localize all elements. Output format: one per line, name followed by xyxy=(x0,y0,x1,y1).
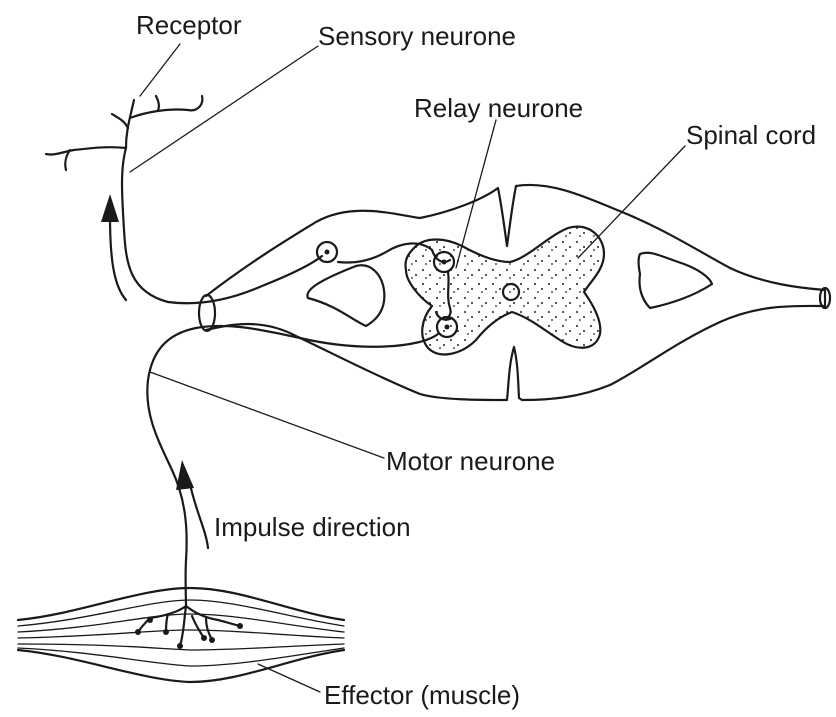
leader-receptor xyxy=(140,44,180,96)
arrowhead-up-2 xyxy=(176,460,194,490)
label-spinal-cord: Spinal cord xyxy=(686,120,816,150)
leader-spinal-cord xyxy=(578,146,685,258)
arrowhead-up-1 xyxy=(101,194,119,222)
receptor-branch-4 xyxy=(112,114,128,128)
right-white-matter-space xyxy=(639,253,713,308)
receptor-branch-3 xyxy=(126,100,134,148)
label-sensory-neurone: Sensory neurone xyxy=(318,21,516,51)
impulse-arrow-motor xyxy=(176,460,208,548)
receptor-branch-6 xyxy=(156,96,159,110)
leader-lines xyxy=(130,44,685,692)
label-relay-neurone: Relay neurone xyxy=(414,93,583,123)
relay-nucleus xyxy=(442,260,447,265)
left-white-matter-space xyxy=(307,265,384,326)
label-effector: Effector (muscle) xyxy=(324,680,520,710)
leader-motor-neurone xyxy=(150,372,384,458)
muscle-outline-top xyxy=(18,588,344,620)
sensory-nucleus xyxy=(325,250,330,255)
muscle-fibre-1 xyxy=(18,600,344,626)
leader-effector xyxy=(258,664,320,692)
motor-nucleus xyxy=(445,325,450,330)
receptor-branch-1 xyxy=(46,147,126,154)
sensory-axon xyxy=(122,148,322,303)
effector-muscle xyxy=(18,588,344,682)
motor-end-branches xyxy=(138,606,240,646)
sensory-neurone xyxy=(46,96,450,303)
spinal-cord xyxy=(199,185,830,400)
receptor-branch-2 xyxy=(65,150,70,170)
receptor-branch-5 xyxy=(130,96,202,118)
label-receptor: Receptor xyxy=(136,10,242,40)
label-impulse-direction: Impulse direction xyxy=(214,512,411,542)
label-motor-neurone: Motor neurone xyxy=(386,446,555,476)
